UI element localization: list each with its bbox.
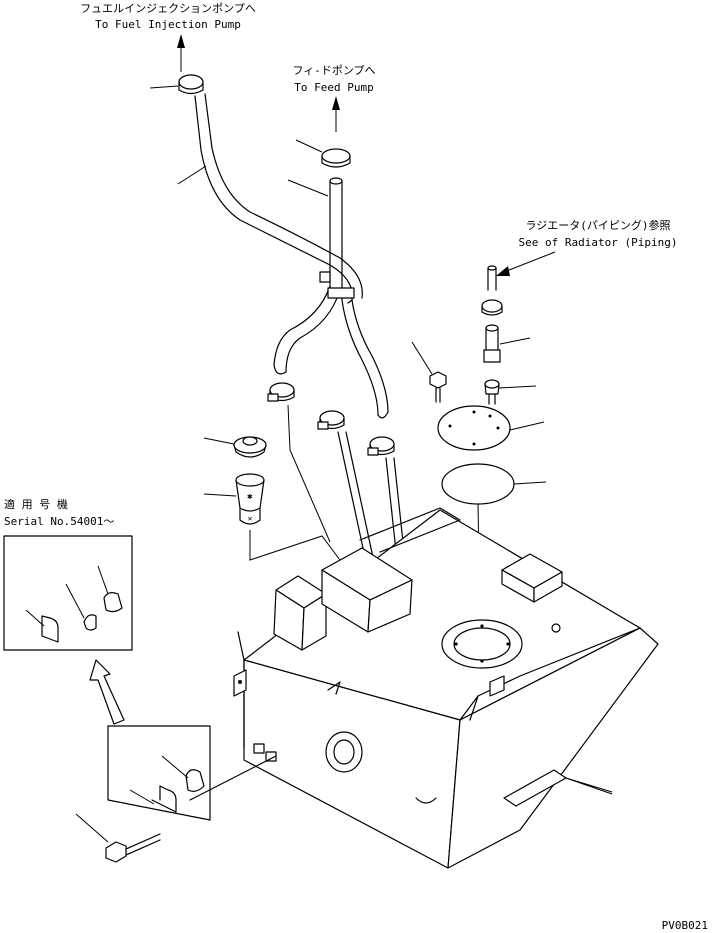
leader-hose-upper xyxy=(177,165,207,185)
filler-cap xyxy=(203,436,267,458)
leader-tank-right xyxy=(565,777,613,793)
serial-label-en: Serial No.54001～ xyxy=(4,515,114,528)
feed-pump-pipe xyxy=(319,177,389,419)
tank-top-box-center xyxy=(321,507,461,633)
leader-filler-to-tank xyxy=(249,530,341,561)
strainer-mark-asterisk: ✱ xyxy=(247,492,253,502)
detail-box-lower xyxy=(107,725,211,821)
tank-cover-plate xyxy=(437,405,545,451)
fuel-strainer: ✱ ✕ xyxy=(203,473,265,525)
arrow-up-to-serial-box xyxy=(89,659,125,725)
fuel-tank-body xyxy=(237,509,659,869)
bolt-lower xyxy=(75,813,161,863)
fuel-pump-label-en: To Fuel Injection Pump xyxy=(95,18,241,31)
radiator-label-jp: ラジエータ(パイピング)参照 xyxy=(525,218,670,232)
arrow-to-fuel-pump xyxy=(177,34,185,72)
feed-pump-label-en: To Feed Pump xyxy=(294,81,373,94)
radiator-label-en: See of Radiator (Piping) xyxy=(519,236,678,249)
elbow-fitting xyxy=(484,379,537,405)
clamp-hose-3 xyxy=(367,436,395,456)
clamp-radiator xyxy=(481,299,503,316)
drawing-code: PV0B021 xyxy=(662,919,708,932)
tank-gasket xyxy=(441,463,547,505)
clamp-upper-left xyxy=(149,74,204,95)
leader-feed-pipe xyxy=(287,179,329,197)
fuel-pump-label-jp: フュエルインジェクションポンプへ xyxy=(80,2,256,15)
mount-bolt xyxy=(411,341,447,403)
arrow-radiator-pointer xyxy=(496,251,556,276)
detail-box-serial xyxy=(3,535,133,651)
clamp-feed-pump xyxy=(295,139,351,168)
tank-front-fittings xyxy=(189,743,277,801)
clamp-hose-1 xyxy=(267,382,295,402)
feed-pump-label-jp: フィ-ドポンプへ xyxy=(292,64,375,77)
tank-side-bracket xyxy=(233,669,505,697)
tank-top-box-right xyxy=(501,553,563,603)
clamp-hose-2 xyxy=(317,410,345,430)
strainer-mark-cross: ✕ xyxy=(248,514,253,523)
tank-top-box-left xyxy=(273,575,327,651)
arrow-to-feed-pump xyxy=(332,96,340,132)
radiator-pipe xyxy=(487,265,497,291)
serial-label-jp: 適 用 号 機 xyxy=(4,497,68,511)
fuel-injection-hose xyxy=(194,93,363,375)
nipple xyxy=(483,324,531,363)
